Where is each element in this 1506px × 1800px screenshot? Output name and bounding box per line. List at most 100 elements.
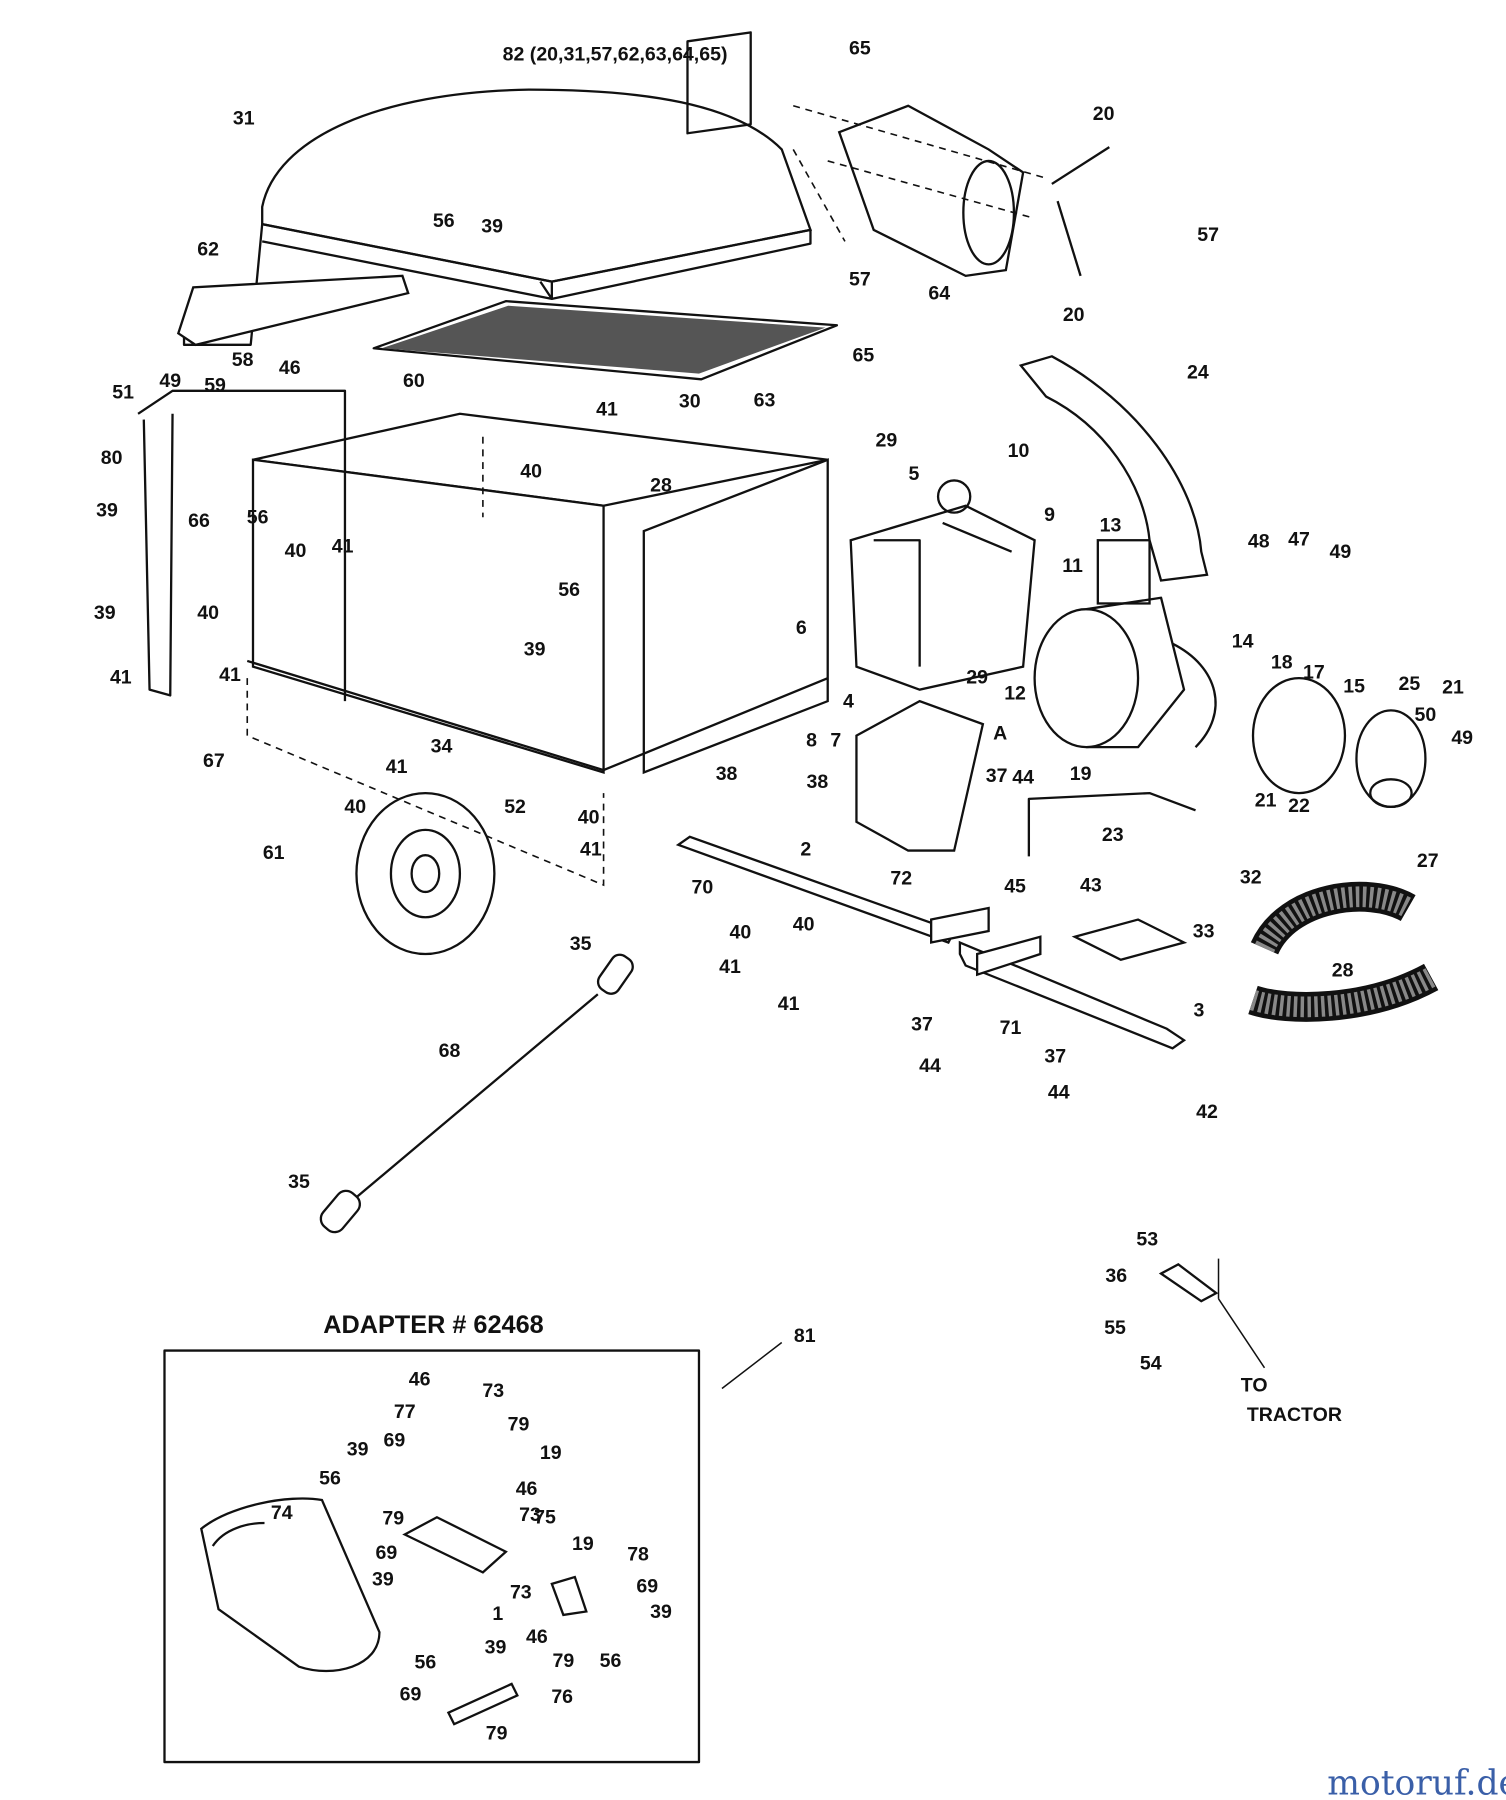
part-callout: A <box>993 723 1007 745</box>
adapter-ref-callout: 81 <box>794 1325 816 1347</box>
adapter-part-callout: 78 <box>627 1543 649 1565</box>
frame-part <box>675 835 1188 1050</box>
part-callout: 22 <box>1288 795 1310 817</box>
adapter-part-callout: 73 <box>510 1581 532 1603</box>
adapter-part-callout: 74 <box>271 1502 293 1524</box>
part-callout: 18 <box>1271 651 1293 673</box>
part-callout: 39 <box>94 602 116 624</box>
part-callout: 49 <box>1451 727 1473 749</box>
part-callout: 65 <box>852 344 874 366</box>
side-rail-part <box>176 274 410 347</box>
part-callout: 2 <box>800 839 811 861</box>
part-callout: 21 <box>1255 789 1277 811</box>
engine-part <box>849 479 1036 691</box>
part-callout: 23 <box>1102 824 1124 846</box>
duct-part <box>837 104 1025 278</box>
adapter-part-callout: 79 <box>486 1723 508 1745</box>
rod-part <box>1027 791 1196 857</box>
part-callout: 50 <box>1415 704 1437 726</box>
adapter-part-callout: 69 <box>636 1576 658 1598</box>
assembly-callout: 82 (20,31,57,62,63,64,65) <box>503 43 728 65</box>
adapter-part-callout: 46 <box>409 1369 431 1391</box>
part-callout: 55 <box>1104 1317 1126 1339</box>
part-callout: 39 <box>96 500 118 522</box>
part-callout: 44 <box>919 1055 941 1077</box>
part-callout: 41 <box>110 666 132 688</box>
part-callout: 24 <box>1187 362 1209 384</box>
part-callout: 41 <box>219 664 241 686</box>
adapter-part-callout: 56 <box>600 1650 622 1672</box>
part-callout: 9 <box>1044 504 1055 526</box>
adapter-part-callout: 79 <box>382 1508 404 1530</box>
part-callout: 5 <box>908 463 919 485</box>
part-callout: 39 <box>481 216 503 238</box>
part-callout: 41 <box>580 839 602 861</box>
part-callout: 14 <box>1232 631 1254 653</box>
part-callout: 30 <box>679 390 701 412</box>
part-callout: 33 <box>1193 920 1215 942</box>
tractor-bracket-part <box>1158 1263 1219 1303</box>
part-callout: 31 <box>233 108 255 130</box>
adapter-part-callout: 56 <box>415 1651 437 1673</box>
adapter-part-callout: 1 <box>492 1603 503 1625</box>
hood-part <box>182 31 813 346</box>
part-callout: 41 <box>596 399 618 421</box>
part-callout: 61 <box>263 842 285 864</box>
part-callout: 8 <box>806 730 817 752</box>
part-callout: 40 <box>197 602 219 624</box>
part-callout: 54 <box>1140 1353 1162 1375</box>
part-callout: 44 <box>1048 1081 1070 1103</box>
part-callout: 58 <box>232 349 254 371</box>
part-callout: 29 <box>966 666 988 688</box>
adapter-part-callout: 39 <box>347 1439 369 1461</box>
part-callout: 28 <box>650 474 672 496</box>
adapter-plate-part <box>402 1515 508 1574</box>
part-callout: 64 <box>928 282 950 304</box>
wheel-part <box>355 791 496 956</box>
part-callout: 40 <box>793 913 815 935</box>
adapter-part-callout: 69 <box>384 1430 406 1452</box>
part-callout: 62 <box>197 239 219 261</box>
part-callout: 44 <box>1012 766 1034 788</box>
adapter-part-callout: 46 <box>526 1626 548 1648</box>
adapter-part-callout: 79 <box>508 1413 530 1435</box>
part-callout: 29 <box>875 430 897 452</box>
adapter-part-callout: 73 <box>482 1380 504 1402</box>
part-callout: 43 <box>1080 874 1102 896</box>
part-callout: 15 <box>1343 676 1365 698</box>
part-callout: 56 <box>433 210 455 232</box>
part-callout: 40 <box>729 921 751 943</box>
part-callout: 12 <box>1004 682 1026 704</box>
part-callout: 40 <box>578 807 600 829</box>
part-callout: 21 <box>1442 677 1464 699</box>
part-callout: 57 <box>1197 224 1219 246</box>
part-callout: 27 <box>1417 850 1439 872</box>
adapter-part-callout: 39 <box>372 1569 394 1591</box>
part-callout: 39 <box>524 639 546 661</box>
adapter-part-callout: 19 <box>540 1442 562 1464</box>
part-callout: 48 <box>1248 531 1270 553</box>
adapter-part-callout: 39 <box>485 1636 507 1658</box>
part-callout: 40 <box>285 540 307 562</box>
part-callout: 38 <box>807 771 829 793</box>
adapter-part-callout: 69 <box>400 1684 422 1706</box>
part-callout: 60 <box>403 370 425 392</box>
part-callout: 37 <box>986 765 1008 787</box>
part-callout: 20 <box>1093 103 1115 125</box>
part-callout: 41 <box>386 756 408 778</box>
adapter-chute-part <box>200 1497 381 1673</box>
part-callout: 32 <box>1240 866 1262 888</box>
adapter-part-callout: 73 <box>519 1504 541 1526</box>
adapter-part-callout: 56 <box>319 1467 341 1489</box>
part-callout: 7 <box>830 730 841 752</box>
part-callout: 70 <box>692 877 714 899</box>
adapter-part-callout: 79 <box>552 1650 574 1672</box>
part-callout: 37 <box>1044 1046 1066 1068</box>
part-callout: 59 <box>204 374 226 396</box>
mount-plate-part <box>855 699 985 852</box>
part-callout: 49 <box>1329 541 1351 563</box>
part-callout: 34 <box>431 735 453 757</box>
screen-grid-part <box>372 299 839 381</box>
part-callout: 71 <box>1000 1017 1022 1039</box>
part-callout: 72 <box>890 867 912 889</box>
